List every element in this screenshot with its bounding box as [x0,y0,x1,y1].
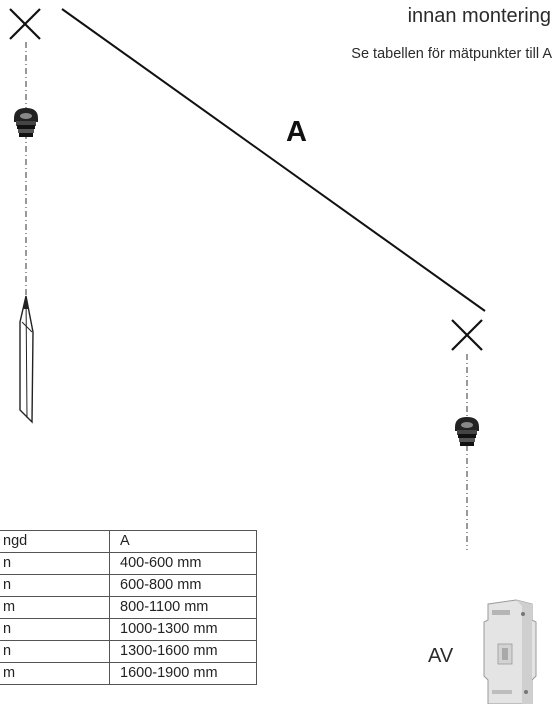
table-row: m 1600-1900 mm [0,662,257,685]
dimension-line-a [61,8,486,312]
table-header-cell: A [109,530,257,553]
table-cell: m [0,596,110,619]
table-instruction: Se tabellen för mätpunkter till A [351,46,552,62]
table-cell: n [0,618,110,641]
table-row: n 1300-1600 mm [0,640,257,663]
table-row: m 800-1100 mm [0,596,257,619]
table-cell: 1600-1900 mm [109,662,257,685]
table-cell: 1300-1600 mm [109,640,257,663]
dimension-label: A [286,116,307,148]
table-header-cell: ngd [0,530,110,553]
table-cell: n [0,574,110,597]
cable-grommet-icon [14,108,38,137]
table-header-row: ngd A [0,530,257,553]
circuit-breaker-icon [483,599,537,704]
table-cell: n [0,552,110,575]
table-cell: 600-800 mm [109,574,257,597]
table-row: n 400-600 mm [0,552,257,575]
table-cell: m [0,662,110,685]
table-cell: 800-1100 mm [109,596,257,619]
table-cell: 400-600 mm [109,552,257,575]
cable-grommet-icon [455,417,479,446]
page-heading: innan montering [407,5,551,27]
switch-off-label: AV [428,645,454,667]
table-row: n 1000-1300 mm [0,618,257,641]
measurement-table: ngd A n 400-600 mm n 600-800 mm m 800-11… [0,530,257,685]
pencil-icon [19,295,34,424]
cross-mark-icon [9,8,41,40]
table-row: n 600-800 mm [0,574,257,597]
cross-mark-icon [451,319,483,351]
table-cell: n [0,640,110,663]
table-cell: 1000-1300 mm [109,618,257,641]
